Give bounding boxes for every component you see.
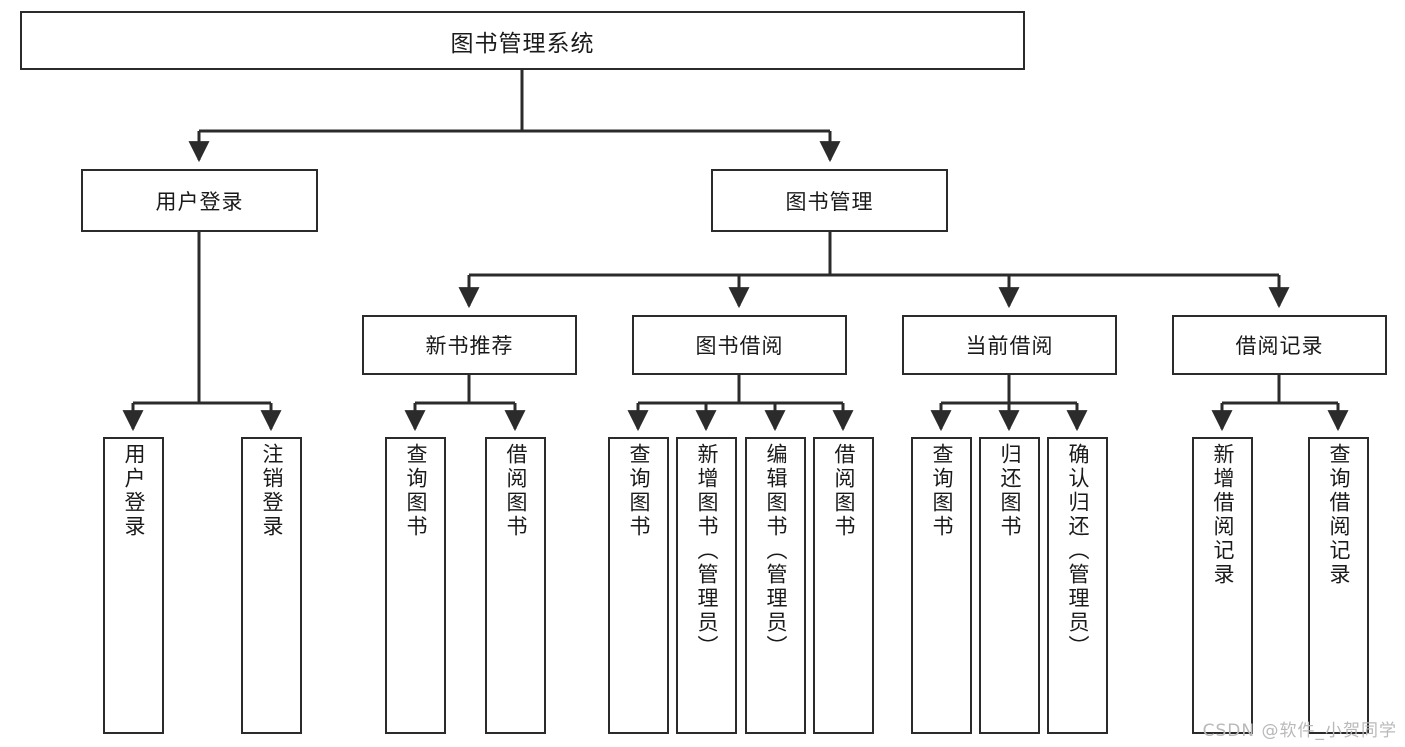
node-label: 编辑图书（管理员） (764, 443, 788, 659)
node-label: 注销登录 (260, 443, 284, 539)
node-label: 当前借阅 (965, 334, 1054, 358)
node-label: 用户登录 (155, 189, 244, 214)
node-label: 查询图书 (627, 443, 651, 539)
node-label: 图书借阅 (695, 334, 784, 358)
leaf-record-add[interactable]: 新增借阅记录 (1192, 437, 1253, 734)
node-label: 借阅记录 (1235, 334, 1324, 358)
node-label: 归还图书 (998, 443, 1022, 539)
node-book-management[interactable]: 图书管理 (711, 169, 948, 232)
leaf-borrow-add-book[interactable]: 新增图书（管理员） (676, 437, 737, 734)
node-label: 借阅图书 (504, 443, 528, 539)
node-user-login[interactable]: 用户登录 (81, 169, 318, 232)
node-label: 借阅图书 (832, 443, 856, 539)
node-label: 查询图书 (930, 443, 954, 539)
node-label: 用户登录 (122, 443, 146, 539)
leaf-borrow-edit-book[interactable]: 编辑图书（管理员） (745, 437, 806, 734)
leaf-new-book-borrow[interactable]: 借阅图书 (485, 437, 546, 734)
leaf-user-login-login[interactable]: 用户登录 (103, 437, 164, 734)
leaf-current-confirm-return[interactable]: 确认归还（管理员） (1047, 437, 1108, 734)
node-label: 查询图书 (404, 443, 428, 539)
node-label: 图书管理 (785, 189, 874, 214)
leaf-new-book-query[interactable]: 查询图书 (385, 437, 446, 734)
node-book-borrow[interactable]: 图书借阅 (632, 315, 847, 375)
watermark-text: CSDN @软件_小贺同学 (1202, 721, 1397, 741)
node-label: 确认归还（管理员） (1066, 443, 1090, 659)
leaf-current-query-book[interactable]: 查询图书 (911, 437, 972, 734)
node-label: 新增借阅记录 (1211, 443, 1235, 587)
node-label: 查询借阅记录 (1327, 443, 1351, 587)
leaf-record-query[interactable]: 查询借阅记录 (1308, 437, 1369, 734)
node-label: 新书推荐 (425, 334, 514, 358)
node-new-book-recommend[interactable]: 新书推荐 (362, 315, 577, 375)
leaf-current-return-book[interactable]: 归还图书 (979, 437, 1040, 734)
node-borrow-record[interactable]: 借阅记录 (1172, 315, 1387, 375)
node-root-system[interactable]: 图书管理系统 (20, 11, 1025, 70)
node-label: 新增图书（管理员） (695, 443, 719, 659)
leaf-borrow-query-book[interactable]: 查询图书 (608, 437, 669, 734)
node-label: 图书管理系统 (450, 30, 595, 57)
node-current-borrow[interactable]: 当前借阅 (902, 315, 1117, 375)
leaf-borrow-borrow-book[interactable]: 借阅图书 (813, 437, 874, 734)
leaf-user-login-logout[interactable]: 注销登录 (241, 437, 302, 734)
